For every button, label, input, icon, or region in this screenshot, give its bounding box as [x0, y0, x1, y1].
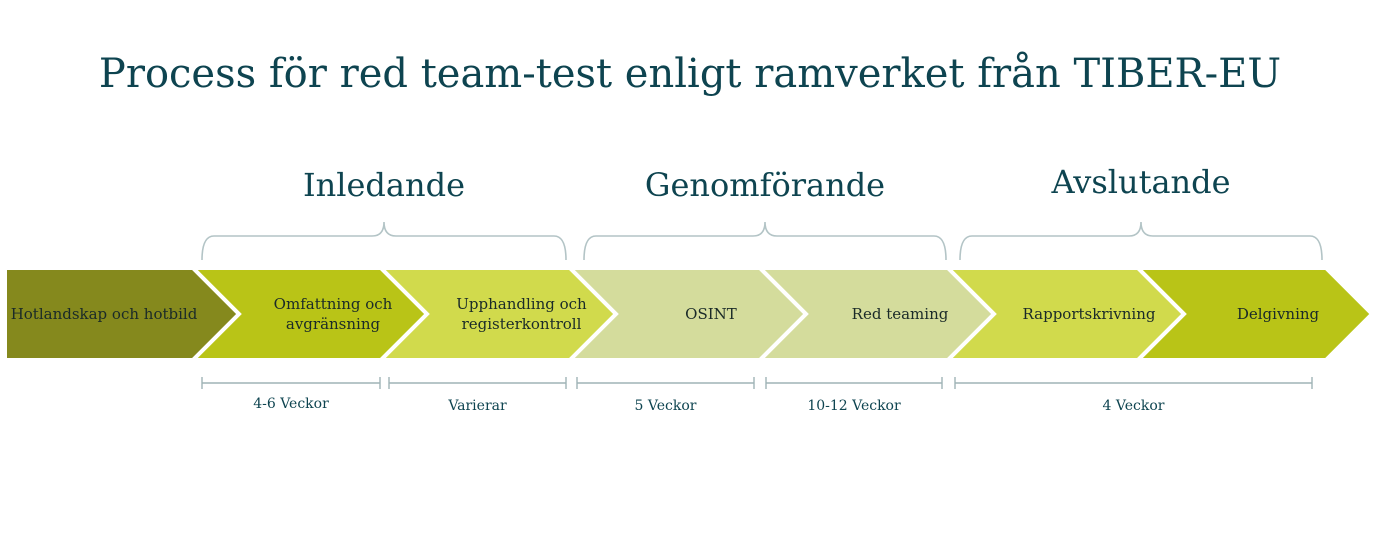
step-label: Rapportskrivning	[1023, 305, 1156, 323]
duration-label: 5 Veckor	[635, 398, 697, 414]
phase-labels: Inledande Genomförande Avslutande	[303, 163, 1231, 204]
process-step: Rapportskrivning	[943, 266, 1187, 362]
step-label: OSINT	[685, 305, 737, 323]
duration-range: 10-12 Veckor	[765, 377, 943, 414]
process-chevrons: Hotlandskap och hotbild Omfattning och avg…	[3, 266, 1375, 362]
phase-label: Genomförande	[645, 166, 885, 204]
process-step: Upphandling och registerkontroll	[376, 266, 619, 362]
step-label: Upphandling och	[456, 295, 587, 313]
phase-label: Inledande	[303, 166, 465, 204]
duration-ranges: 4-6 Veckor Varierar 5 Veckor 10-12 Veckor 4 …	[201, 377, 1313, 414]
duration-label: Varierar	[447, 398, 507, 414]
phase-braces	[201, 221, 1323, 261]
duration-range: 5 Veckor	[576, 377, 755, 414]
step-label: avgränsning	[286, 315, 381, 333]
diagram-title: Process för red team-test enligt ramverk…	[99, 51, 1281, 97]
duration-range: Varierar	[388, 377, 567, 414]
duration-range: 4-6 Veckor	[201, 377, 381, 412]
process-step: Hotlandskap och hotbild	[3, 266, 242, 362]
step-label: Red teaming	[852, 305, 949, 323]
duration-label: 4 Veckor	[1103, 398, 1165, 414]
phase-brace	[583, 221, 947, 261]
phase-label: Avslutande	[1050, 163, 1230, 201]
duration-label: 10-12 Veckor	[807, 398, 901, 414]
step-label: Hotlandskap och hotbild	[11, 305, 198, 323]
phase-brace	[201, 221, 567, 261]
process-step: Red teaming	[755, 266, 997, 362]
step-chevron-shape	[1133, 266, 1375, 362]
step-label: registerkontroll	[462, 315, 582, 333]
duration-label: 4-6 Veckor	[253, 396, 329, 412]
phase-brace	[959, 221, 1323, 261]
process-step: Delgivning	[1133, 266, 1375, 362]
duration-range: 4 Veckor	[954, 377, 1313, 414]
step-label: Delgivning	[1237, 305, 1320, 323]
step-label: Omfattning och	[274, 295, 393, 313]
